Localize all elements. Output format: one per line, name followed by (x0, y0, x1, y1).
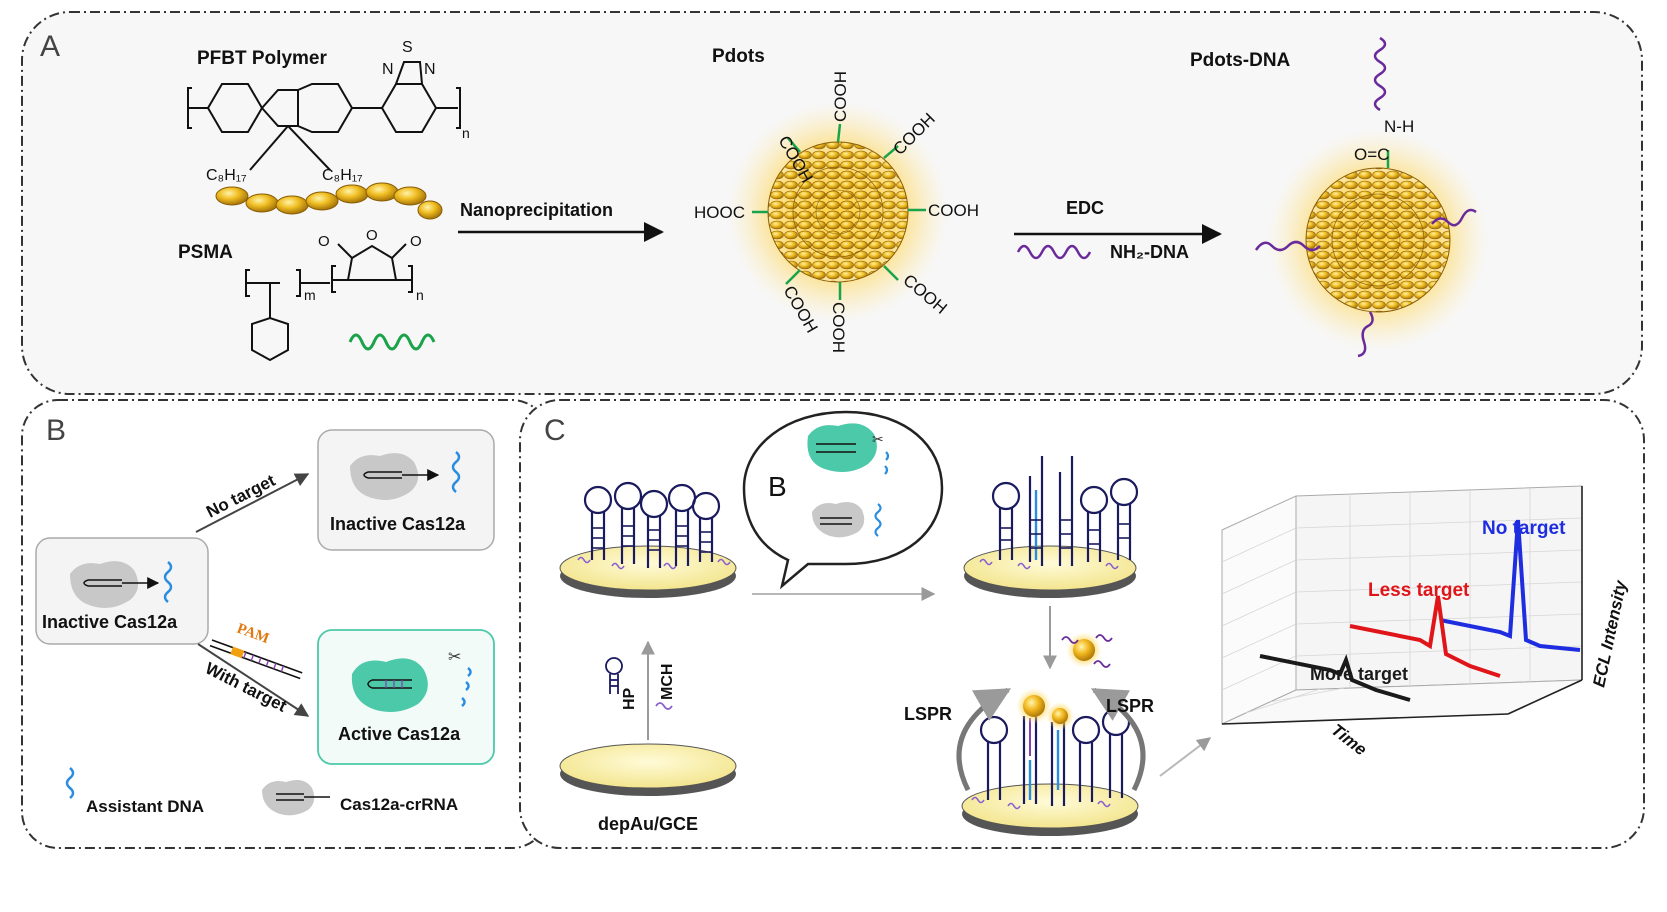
target-dsdna (209, 639, 303, 680)
o-right: O (410, 233, 422, 250)
lspr-electrode (956, 687, 1146, 836)
mch-wave (655, 702, 673, 710)
pdots-dna-label: Pdots-DNA (1190, 50, 1291, 71)
bead-chain (215, 182, 443, 220)
readout-arrow (1159, 737, 1212, 777)
pdots-cooh-bonds (752, 123, 926, 300)
bubble-letter: B (768, 471, 787, 502)
panel-c-letter: C (544, 414, 566, 447)
pdots-label: Pdots (712, 46, 765, 67)
psma-structure (245, 243, 413, 362)
plot-more-target-label: More target (1310, 664, 1408, 684)
nh2-dna-wave (1016, 244, 1092, 260)
o-mid: O (366, 227, 378, 244)
n-atom-left: N (382, 61, 394, 78)
co-label: O=C (1354, 145, 1389, 164)
pfbt-structure (187, 61, 461, 171)
no-target-arrow (195, 473, 310, 533)
pfbt-n-subscript: n (462, 125, 470, 141)
speech-bubble: ✂ (742, 410, 944, 590)
hooc-left-label: HOOC (694, 203, 745, 222)
n-atom-right: N (424, 61, 436, 78)
s-atom: S (402, 39, 413, 56)
lspr-left-label: LSPR (904, 704, 952, 724)
inactive-top-label: Inactive Cas12a (330, 514, 466, 534)
plot-no-target-label: No target (1482, 518, 1566, 539)
ecl-trace-less-target (1349, 595, 1501, 678)
pdots-probe (1061, 632, 1113, 668)
hp-label: HP (621, 687, 638, 710)
c8h17-right: C₈H₁₇ (322, 167, 363, 184)
nanoprecipitation-label: Nanoprecipitation (460, 200, 613, 220)
psma-label: PSMA (178, 242, 233, 263)
ecl-plot (1221, 485, 1583, 725)
pfbt-label: PFBT Polymer (197, 48, 327, 69)
with-target-arrow (197, 643, 310, 717)
legend-assistant-label: Assistant DNA (86, 797, 204, 816)
pdots-dna-particle (1268, 130, 1488, 350)
hp-icon (605, 657, 623, 694)
active-label: Active Cas12a (338, 724, 461, 744)
cas12a-top (350, 451, 461, 500)
svg-text:COOH: COOH (829, 302, 848, 353)
pdots-dna-strands (1254, 36, 1477, 358)
cas12a-active: ✂ (351, 647, 472, 712)
legend-cas-icon (262, 780, 330, 816)
plot-less-target-label: Less target (1368, 580, 1470, 601)
svg-text:COOH: COOH (831, 71, 850, 122)
psma-m: m (304, 287, 316, 303)
hairpin-electrode (559, 481, 737, 598)
svg-text:✂: ✂ (872, 432, 884, 448)
nh2-dna-label: NH₂-DNA (1110, 242, 1189, 262)
legend-assistant-icon (65, 767, 75, 799)
cas12a-left (70, 561, 173, 608)
o-left: O (318, 233, 330, 250)
cleaved-electrode (963, 456, 1139, 598)
inactive-left-label: Inactive Cas12a (42, 612, 178, 632)
mch-label: MCH (659, 664, 676, 700)
svg-text:✂: ✂ (448, 647, 461, 666)
edc-label: EDC (1066, 198, 1104, 218)
ecl-trace-no-target (1439, 519, 1581, 652)
svg-text:COOH: COOH (928, 201, 979, 220)
pdots-particle (728, 102, 948, 322)
legend-cas-label: Cas12a-crRNA (340, 795, 458, 814)
c8h17-left: C₈H₁₇ (206, 167, 247, 184)
psma-green-wave (348, 333, 436, 351)
ecl-trace-more-target (1259, 654, 1411, 702)
psma-n: n (416, 287, 424, 303)
electrode-label: depAu/GCE (598, 814, 698, 834)
panel-b-letter: B (46, 414, 66, 447)
panel-a-letter: A (40, 30, 60, 63)
nh-label: N-H (1384, 117, 1414, 136)
lspr-right-label: LSPR (1106, 696, 1154, 716)
bare-electrode (559, 743, 737, 796)
